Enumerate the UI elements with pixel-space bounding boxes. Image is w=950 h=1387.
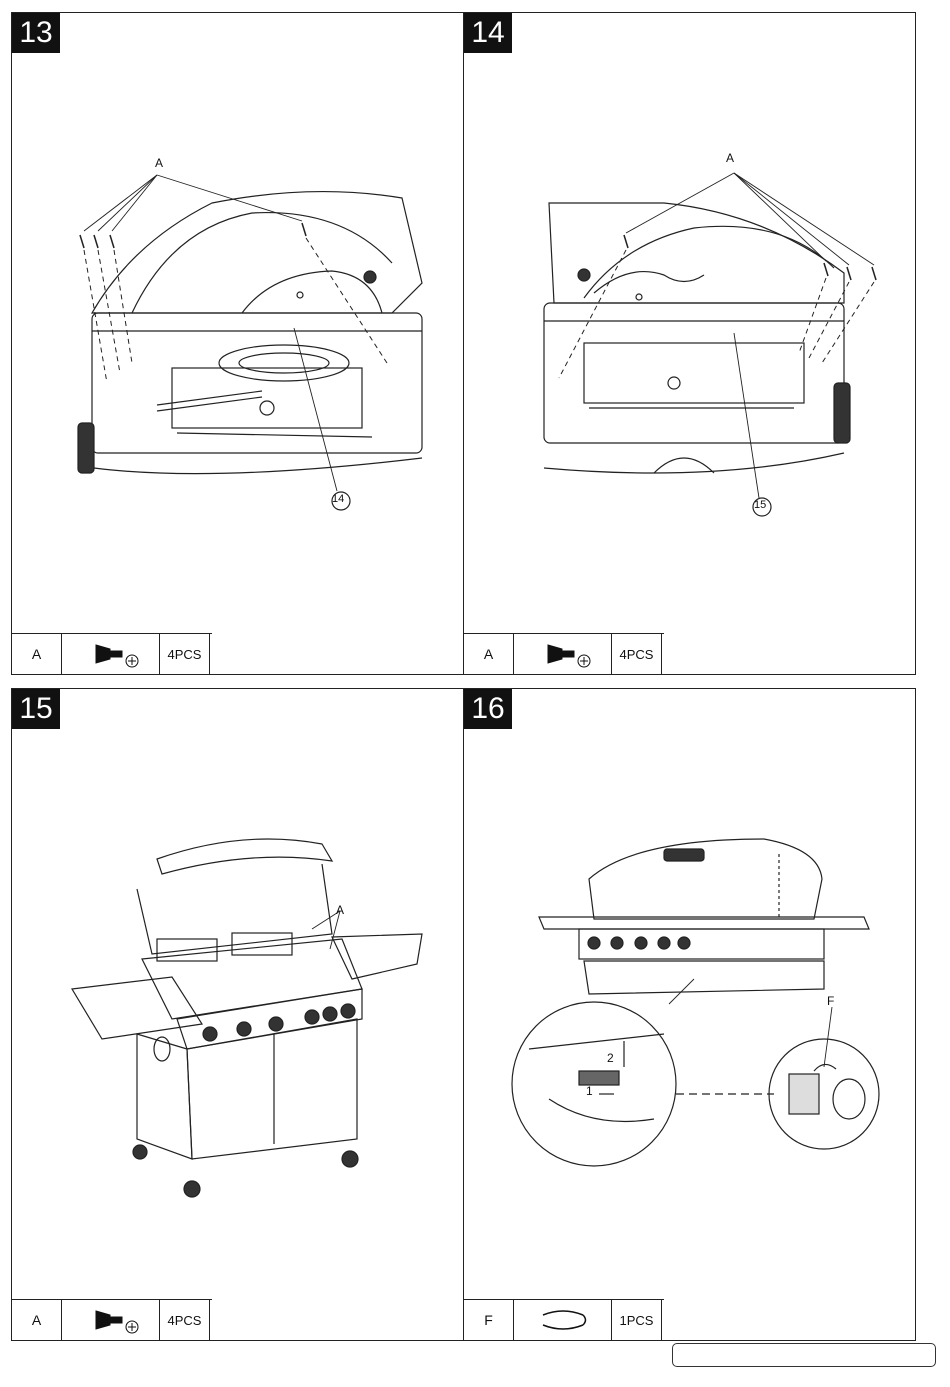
part-ref-number: 15 — [754, 499, 766, 511]
part-quantity: 4PCS — [160, 634, 210, 674]
detail-step-label-1: 1 — [586, 1084, 593, 1098]
parts-list-row: A 4PCS — [12, 1299, 212, 1340]
part-ref-number: 14 — [332, 493, 344, 505]
callout-letter: F — [827, 994, 834, 1008]
step-15-panel: 15 — [11, 688, 468, 1341]
grill-rear-lid-screws-illustration — [12, 13, 467, 633]
part-quantity: 4PCS — [612, 634, 662, 674]
callout-letter: A — [155, 156, 163, 170]
callout-letter: A — [336, 903, 344, 917]
detail-step-label-2: 2 — [607, 1051, 614, 1065]
parts-list-row: F 1PCS — [464, 1299, 664, 1340]
part-letter: F — [464, 1300, 514, 1340]
part-quantity: 1PCS — [612, 1300, 662, 1340]
clip-icon — [514, 1300, 612, 1340]
part-quantity: 4PCS — [160, 1300, 210, 1340]
part-letter: A — [464, 634, 514, 674]
step-14-panel: 14 — [463, 12, 916, 675]
screw-icon — [62, 634, 160, 674]
step-16-panel: 16 F 2 1 — [463, 688, 916, 1341]
step-13-panel: 13 — [11, 12, 468, 675]
page-number-box — [672, 1343, 936, 1367]
callout-letter: A — [726, 151, 734, 165]
parts-list-row: A 4PCS — [464, 633, 664, 674]
screw-icon — [514, 634, 612, 674]
grill-rear-lid-screws-illustration — [464, 13, 915, 633]
grill-full-assembly-illustration — [12, 689, 467, 1299]
screw-icon — [62, 1300, 160, 1340]
grill-regulator-clip-illustration — [464, 689, 915, 1299]
parts-list-row: A 4PCS — [12, 633, 212, 674]
part-letter: A — [12, 634, 62, 674]
part-letter: A — [12, 1300, 62, 1340]
